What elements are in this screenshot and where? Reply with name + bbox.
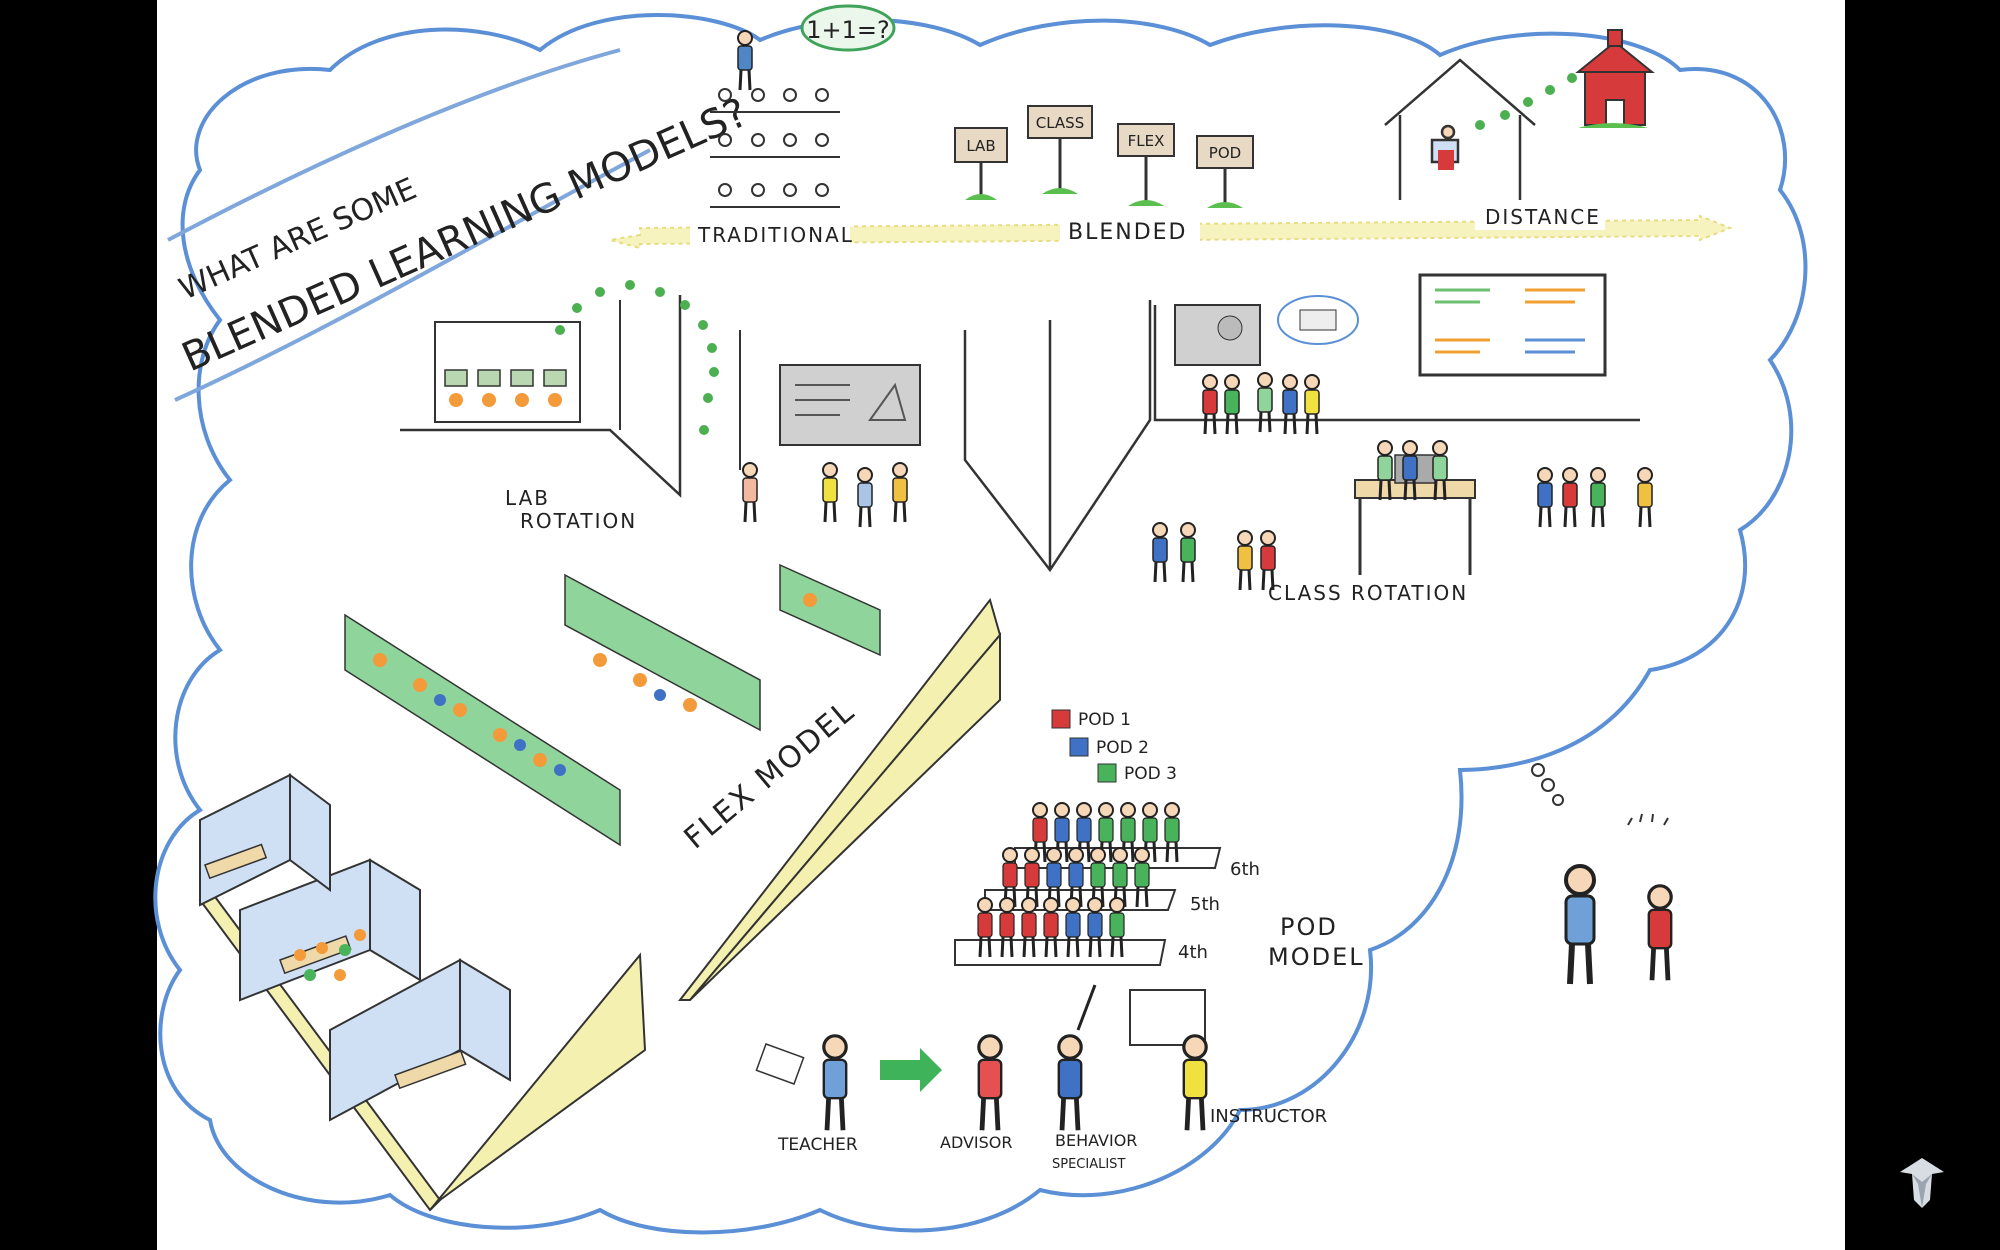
model-signs: LAB CLASS FLEX POD xyxy=(954,105,1254,208)
sign-flex-text: FLEX xyxy=(1128,132,1165,150)
math-thought-text: 1+1=? xyxy=(806,16,890,44)
role-instructor: INSTRUCTOR xyxy=(1210,1106,1327,1127)
schoolhouse xyxy=(1575,29,1655,128)
sign-flex: FLEX xyxy=(1117,123,1175,206)
class-rotation-scene: CLASS ROTATION xyxy=(1151,273,1654,605)
grade-4-label: 4th xyxy=(1178,942,1208,963)
thinking-figures xyxy=(1531,763,1671,984)
role-teacher: TEACHER xyxy=(777,1135,858,1155)
pod-legend-label-2: POD 2 xyxy=(1096,738,1149,758)
lab-rotation-label-1: LAB xyxy=(505,486,550,510)
sign-class: CLASS xyxy=(1027,105,1093,194)
sign-lab-text: LAB xyxy=(966,137,995,155)
dots-to-school xyxy=(1475,73,1577,130)
sign-pod-text: POD xyxy=(1209,144,1241,162)
pod-legend-swatch-2 xyxy=(1069,737,1089,757)
brand-logo-icon xyxy=(1900,1158,1944,1208)
role-behavior-2: SPECIALIST xyxy=(1052,1157,1125,1172)
spectrum-blended: BLENDED xyxy=(1068,220,1188,245)
role-advisor: ADVISOR xyxy=(940,1133,1013,1152)
pod-model-label-1: POD xyxy=(1280,913,1338,941)
sign-pod: POD xyxy=(1196,135,1254,208)
sign-lab: LAB xyxy=(954,127,1008,200)
lab-rotation-label-2: ROTATION xyxy=(520,509,637,533)
lab-to-class-dots xyxy=(555,280,719,435)
spectrum-arrow: TRADITIONAL BLENDED DISTANCE xyxy=(609,200,1733,250)
sign-class-text: CLASS xyxy=(1036,114,1084,132)
station-rooms xyxy=(198,773,647,1212)
lab-rotation-scene: LAB ROTATION xyxy=(400,280,921,533)
distance-house xyxy=(1384,58,1536,200)
pod-legend-swatch-3 xyxy=(1097,763,1117,783)
staff-roles: TEACHER ADVISOR BEHAVIOR SPECIALIST INST… xyxy=(755,984,1327,1172)
pod-model-label-2: MODEL xyxy=(1268,943,1365,971)
spectrum-traditional: TRADITIONAL xyxy=(697,223,854,247)
class-rotation-label: CLASS ROTATION xyxy=(1268,581,1468,605)
pod-model-scene: POD 1 POD 2 POD 3 xyxy=(954,709,1365,971)
pod-legend-label-1: POD 1 xyxy=(1078,710,1131,730)
pod-legend: POD 1 POD 2 POD 3 xyxy=(1051,709,1177,784)
pod-legend-label-3: POD 3 xyxy=(1124,764,1177,784)
role-behavior-1: BEHAVIOR xyxy=(1055,1131,1137,1150)
role-arrow xyxy=(880,1048,942,1092)
grade-5-label: 5th xyxy=(1190,894,1220,915)
pod-legend-swatch-1 xyxy=(1051,709,1071,729)
traditional-classroom: 1+1=? xyxy=(710,4,896,208)
grade-6-label: 6th xyxy=(1230,859,1260,880)
math-thought-bubble xyxy=(800,4,896,52)
spectrum-distance: DISTANCE xyxy=(1485,205,1601,229)
